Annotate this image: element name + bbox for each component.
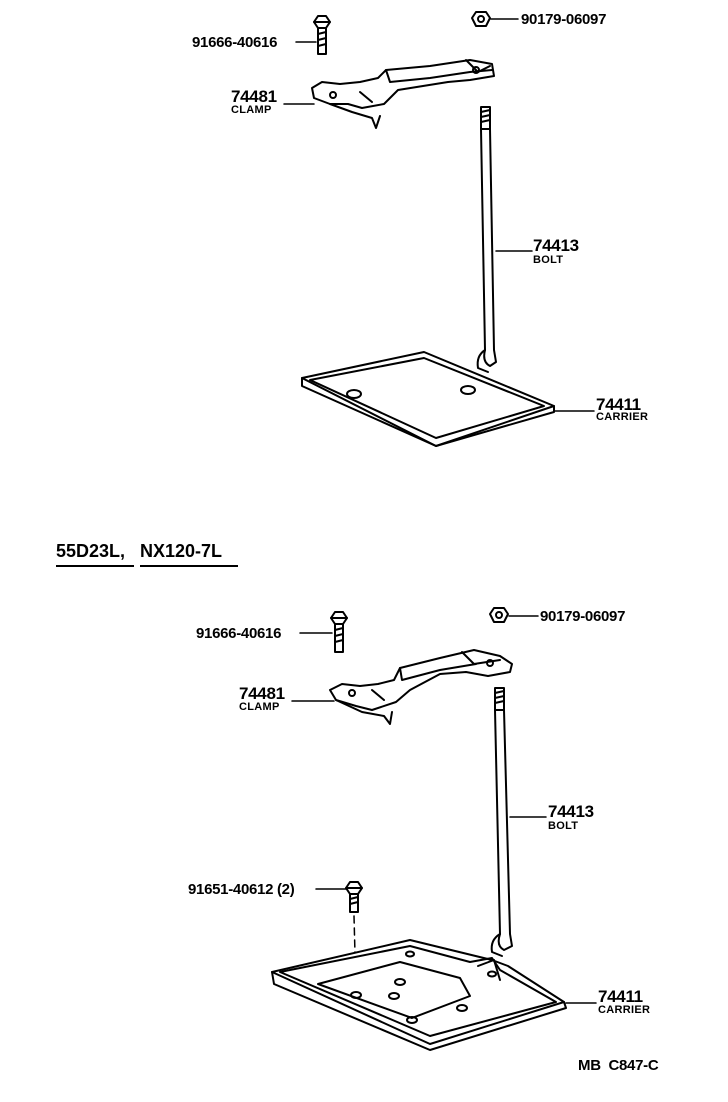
lower-carrier-icon [271, 939, 567, 1051]
section-title-battery: NX120-7L [140, 541, 223, 561]
lower-long-bolt-name: BOLT [548, 820, 579, 832]
upper-clamp-part-number: 74481 [231, 87, 277, 106]
figure-code: MB C847-C [578, 1057, 659, 1074]
upper-clamp-icon [311, 59, 495, 129]
upper-bolt-part-number: 91666-40616 [192, 34, 278, 51]
section-title-underline-b [140, 565, 238, 567]
upper-carrier-name: CARRIER [596, 411, 649, 423]
lower-screw-part-number: 91651-40612 (2) [188, 881, 295, 898]
lower-carrier-name: CARRIER [598, 1004, 651, 1016]
lower-nut-part-number: 90179-06097 [540, 608, 626, 625]
lower-long-bolt-part-number: 74413 [548, 802, 594, 821]
lower-bolt-part-number: 91666-40616 [196, 625, 282, 642]
lower-clamp-icon [329, 649, 513, 725]
section-title-underline-a [56, 565, 134, 567]
upper-long-bolt-name: BOLT [533, 254, 564, 266]
lower-hex-bolt-icon [330, 611, 348, 653]
lower-clamp-part-number: 74481 [239, 684, 285, 703]
lower-screw-icon [345, 881, 363, 913]
lower-clamp-name: CLAMP [239, 701, 280, 713]
lower-long-bolt-icon [490, 687, 513, 957]
lower-nut-icon [489, 607, 509, 623]
lower-carrier-part-number: 74411 [598, 987, 643, 1006]
upper-nut-part-number: 90179-06097 [521, 11, 607, 28]
section-title-model: 55D23L, [56, 541, 126, 561]
upper-clamp-name: CLAMP [231, 104, 272, 116]
upper-carrier-part-number: 74411 [596, 395, 641, 414]
upper-long-bolt-icon [476, 106, 497, 373]
upper-hex-bolt-icon [313, 15, 331, 55]
upper-nut-icon [471, 11, 491, 27]
upper-long-bolt-part-number: 74413 [533, 236, 579, 255]
upper-carrier-icon [301, 351, 555, 447]
